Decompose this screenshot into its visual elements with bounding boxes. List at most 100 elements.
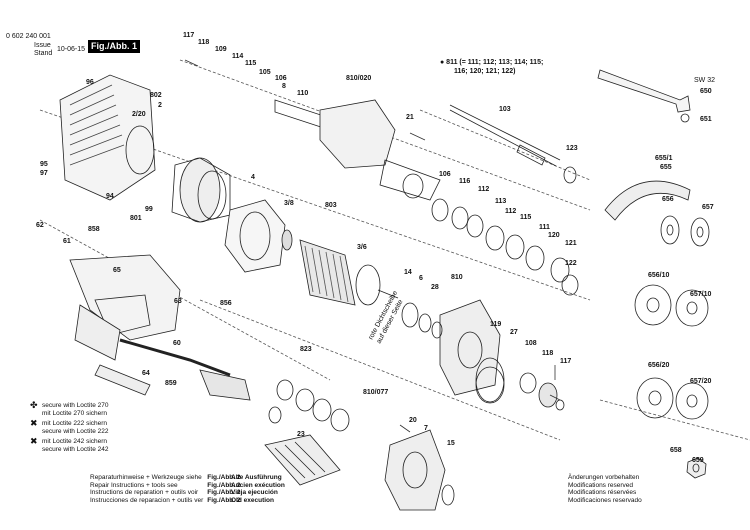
fan-ring-drawing [224, 199, 286, 273]
label-810: 810 [451, 274, 463, 281]
label-6: 6 [419, 275, 423, 282]
instruction-text: Repair Instructions + tools see [90, 481, 178, 489]
label-118: 118 [198, 39, 209, 46]
doc-number: 0 602 240 001 [6, 33, 51, 40]
spindle-drawing [449, 104, 561, 167]
wrench-drawing [597, 69, 691, 123]
bearing-rings-drawing [431, 198, 579, 296]
label-20: 20 [409, 417, 417, 424]
label-112a: 112 [478, 186, 489, 193]
old-execution-line: Old execution [231, 496, 274, 504]
label-63: 63 [174, 298, 182, 305]
label-96: 96 [86, 79, 94, 86]
label-655: 655 [660, 164, 672, 171]
legend-line: secure with Loctite 222 [42, 427, 109, 435]
instruction-fig-link[interactable]: Fig./Abb. 2 [207, 489, 241, 497]
label-2-20: 2/20 [132, 111, 146, 118]
label-656-20: 656/20 [648, 362, 670, 369]
label-113: 113 [495, 198, 506, 205]
old-execution-line: Ancien exécution [231, 481, 285, 489]
label-64: 64 [142, 370, 150, 377]
motor-housing-drawing [59, 74, 156, 201]
changes-line: Modifications reserved [568, 481, 634, 489]
handle-drawing [69, 254, 181, 361]
label-659: 659 [692, 457, 704, 464]
label-8: 8 [282, 83, 286, 90]
label-123: 123 [566, 145, 578, 152]
flanges-drawing [634, 215, 710, 420]
figure-title: Fig./Abb. 1 [88, 40, 140, 53]
label-121: 121 [565, 240, 577, 247]
changes-line: Modificaciones reservado [568, 496, 642, 504]
label-95: 95 [40, 161, 48, 168]
switch-drawing [199, 369, 251, 401]
old-execution-line: Vieja ejecución [231, 489, 278, 496]
legend-line: mit Loctite 222 sichern [42, 420, 108, 427]
label-810-020: 810/020 [346, 75, 371, 82]
label-14: 14 [404, 269, 412, 276]
loctite-270-icon: ✤ [30, 400, 38, 410]
label-27: 27 [510, 329, 518, 336]
label-120: 120 [548, 232, 560, 239]
instruction-fig-link[interactable]: Fig./Abb. 2 [207, 474, 241, 481]
label-823: 823 [300, 346, 312, 353]
label-651: 651 [700, 116, 712, 123]
label-118b: 118 [542, 350, 553, 357]
label-99: 99 [145, 206, 153, 213]
label-97: 97 [40, 170, 48, 177]
legend-line: mit Loctite 270 sichern [42, 409, 108, 417]
issue-label: Issue [34, 42, 51, 49]
label-117: 117 [183, 32, 194, 39]
label-657-20: 657/20 [690, 378, 712, 385]
label-106b: 106 [439, 171, 451, 178]
legend-loctite-222: ✖ mit Loctite 222 sichern secure with Lo… [30, 419, 109, 435]
label-106: 106 [275, 75, 287, 82]
label-28: 28 [431, 284, 439, 291]
label-109: 109 [215, 46, 227, 53]
label-3-6: 3/6 [357, 244, 367, 251]
instruction-fig-link[interactable]: Fig./Abb. 2 [207, 496, 241, 504]
label-119: 119 [490, 321, 501, 328]
label-21: 21 [406, 114, 414, 121]
label-103: 103 [499, 106, 511, 113]
label-656: 656 [662, 196, 674, 203]
label-803: 803 [325, 202, 337, 209]
spindle-tube-drawing [274, 99, 441, 201]
label-856: 856 [220, 300, 232, 307]
old-execution-line: Alte Ausführung [231, 474, 282, 481]
label-115b: 115 [520, 214, 531, 221]
legend-line: secure with Loctite 270 [42, 402, 109, 409]
label-657: 657 [702, 204, 714, 211]
label-110: 110 [297, 90, 308, 97]
old-execution-note: Alte Ausführung Ancien exécution Vieja e… [231, 474, 285, 504]
label-116: 116 [459, 178, 470, 185]
loctite-222-icon: ✖ [30, 418, 38, 428]
label-656-10: 656/10 [648, 272, 670, 279]
legend-loctite-242: ✖ mit Loctite 242 sichern secure with Lo… [30, 437, 109, 453]
label-122: 122 [565, 260, 577, 267]
label-94: 94 [106, 193, 114, 200]
label-15: 15 [447, 440, 455, 447]
stand-label: Stand [34, 50, 53, 57]
guard-drawing [604, 180, 691, 221]
brush-holders-drawing [264, 434, 341, 486]
note-811-line1: ● 811 (= 111; 112; 113; 114; 115; [440, 59, 544, 66]
label-4: 4 [251, 174, 255, 181]
instruction-fig-link[interactable]: Fig./Abb. 2 [207, 481, 241, 489]
brush-parts-drawing [268, 379, 350, 432]
label-61: 61 [63, 238, 71, 245]
loctite-242-icon: ✖ [30, 436, 38, 446]
label-111: 111 [539, 224, 550, 231]
legend-line: secure with Loctite 242 [42, 445, 109, 453]
legend-line: mit Loctite 242 sichern [42, 438, 108, 445]
label-802: 802 [150, 92, 162, 99]
label-117b: 117 [560, 358, 571, 365]
label-112b: 112 [505, 208, 516, 215]
changes-line: Änderungen vorbehalten [568, 474, 640, 481]
issue-date: 10-06-15 [57, 46, 86, 53]
label-108: 108 [525, 340, 537, 347]
